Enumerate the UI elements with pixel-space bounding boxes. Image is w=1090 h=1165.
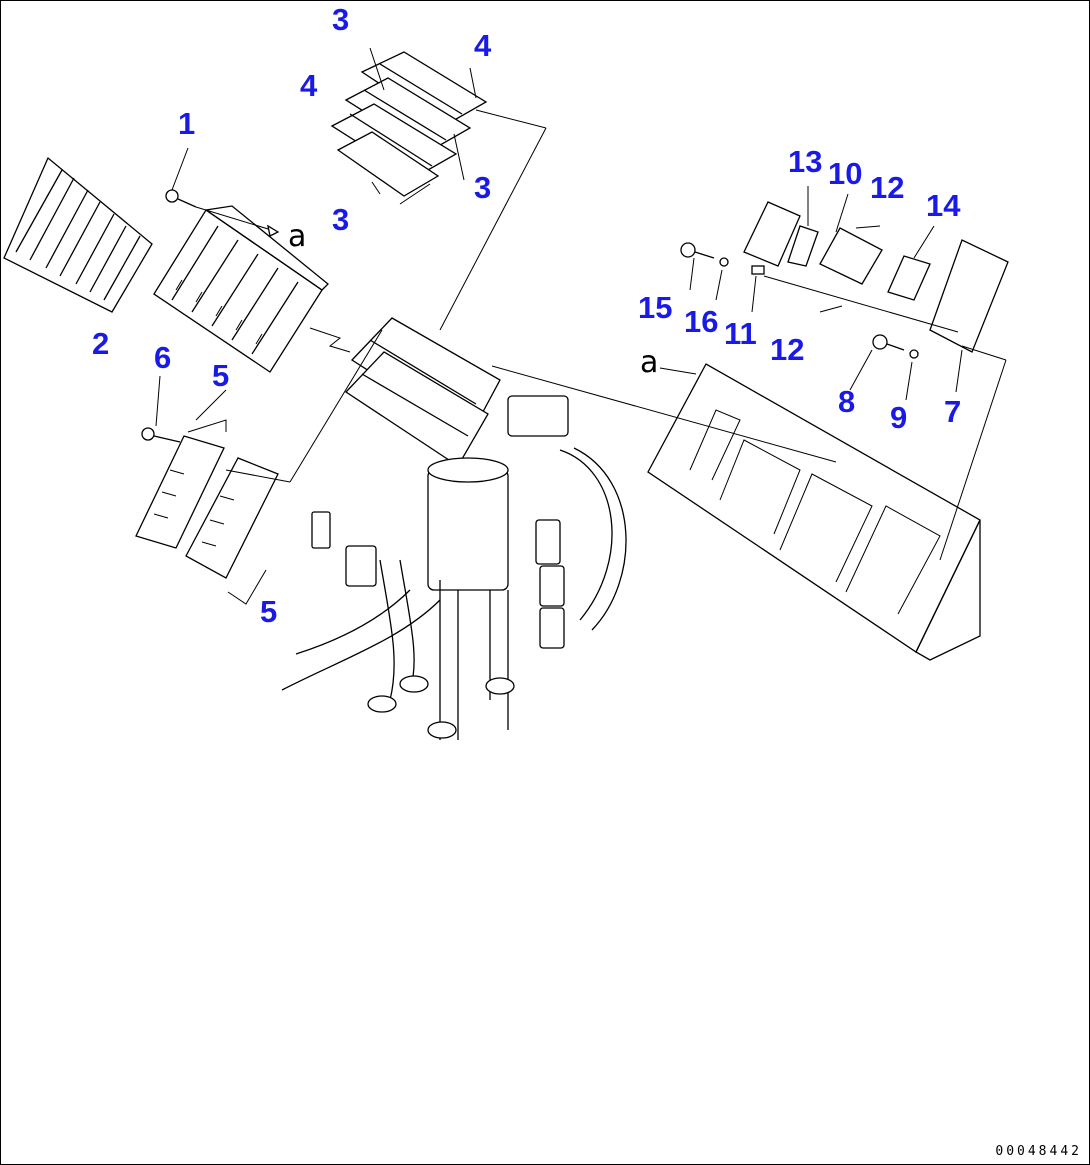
callout-5-top: 5: [212, 358, 230, 393]
callout-7: 7: [944, 394, 962, 429]
fuse-box-cover: [3, 156, 153, 313]
callout-4-left: 4: [300, 68, 318, 103]
relay-cluster-center: [309, 317, 501, 467]
screw-6: [141, 375, 181, 443]
callout-3-right: 3: [474, 170, 492, 205]
reference-letter-a-right: a: [640, 345, 659, 380]
cover-plate: [491, 363, 981, 661]
callout-5-bottom: 5: [260, 594, 278, 629]
brackets-5: [135, 329, 383, 605]
relay-group-top: [330, 47, 547, 331]
callout-10: 10: [828, 156, 863, 191]
callout-3-bottom: 3: [332, 202, 350, 237]
callout-8: 8: [838, 384, 856, 419]
callout-2: 2: [92, 326, 110, 361]
callout-13: 13: [788, 144, 823, 179]
callout-1: 1: [178, 106, 196, 141]
callout-11: 11: [724, 316, 757, 351]
callout-15: 15: [638, 290, 673, 325]
callout-3-top: 3: [332, 2, 350, 37]
callout-4-right: 4: [474, 28, 492, 63]
callout-14: 14: [926, 188, 961, 223]
callout-12-top: 12: [870, 170, 905, 205]
small-parts-upper-right: [680, 186, 1009, 561]
reference-letter-a-left: a: [288, 219, 307, 254]
fuse-box: [153, 205, 329, 373]
bolt-1: [165, 147, 280, 237]
callout-9: 9: [890, 400, 908, 435]
callout-12-bottom: 12: [770, 332, 805, 367]
callout-16: 16: [684, 304, 719, 339]
wiring-harness: [281, 395, 627, 740]
callout-6: 6: [154, 340, 172, 375]
drawing-number: 00048442: [995, 1144, 1082, 1159]
